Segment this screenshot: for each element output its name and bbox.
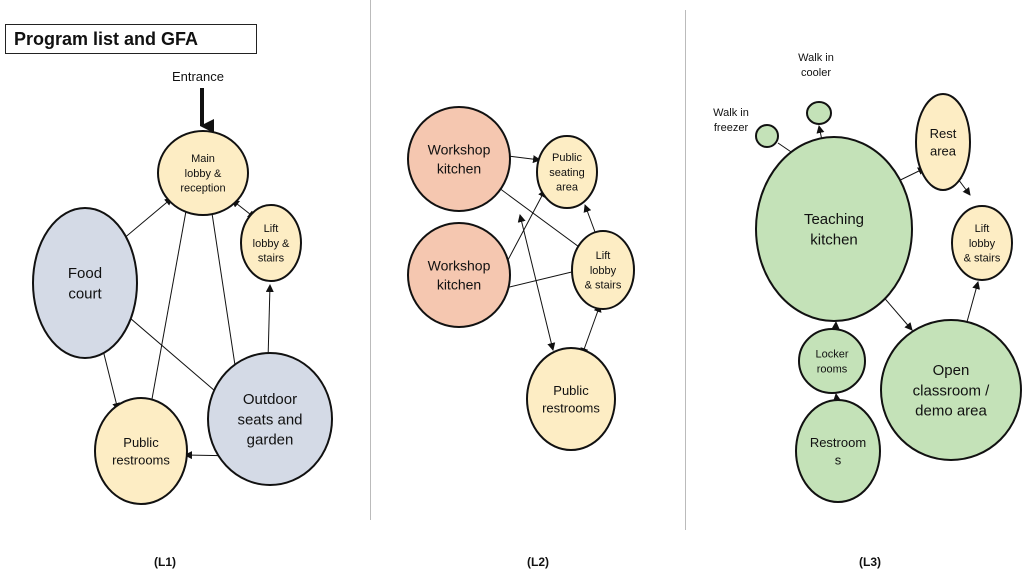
- space-label: Workshop: [428, 141, 491, 157]
- space-bubble: [571, 230, 635, 310]
- relationship-arrow: [207, 199, 241, 386]
- space-label: garden: [247, 432, 294, 449]
- space-label: kitchen: [810, 231, 858, 248]
- space-label: Main: [191, 153, 215, 165]
- space-label: lobby: [590, 265, 617, 277]
- space-bubble: [915, 93, 971, 191]
- space-label: Teaching: [804, 211, 864, 228]
- space-label: Outdoor: [243, 391, 297, 408]
- panel-caption: (L1): [154, 555, 176, 569]
- space-label: Rest: [930, 126, 957, 141]
- space-bubble: [407, 222, 511, 328]
- space-bubble: [407, 106, 511, 212]
- space-bubble: [32, 207, 138, 359]
- space-label: restrooms: [542, 400, 600, 415]
- panel-caption: (L2): [527, 555, 549, 569]
- space-label: Lift: [975, 223, 990, 235]
- space-label: Public: [123, 435, 159, 450]
- space-label: s: [835, 452, 842, 467]
- space-label: restrooms: [112, 452, 170, 467]
- space-label: cooler: [801, 67, 831, 79]
- space-bubble: [157, 130, 249, 216]
- space-label: Walk in: [798, 52, 834, 64]
- relationship-arrow: [122, 311, 223, 398]
- space-label: area: [930, 143, 957, 158]
- space-label: area: [556, 182, 579, 194]
- space-bubble: [755, 124, 779, 148]
- space-label: lobby &: [185, 168, 222, 180]
- space-bubble: [795, 399, 881, 503]
- space-label: reception: [180, 183, 225, 195]
- space-label: stairs: [258, 253, 285, 265]
- relationship-arrow: [517, 214, 556, 351]
- space-bubble: [755, 136, 913, 322]
- space-label: Workshop: [428, 257, 491, 273]
- relationship-arrow: [580, 304, 602, 356]
- space-bubble: [536, 135, 598, 209]
- space-bubble: [806, 101, 832, 125]
- space-label: demo area: [915, 403, 987, 420]
- space-bubble: [94, 397, 188, 505]
- space-label: & stairs: [964, 253, 1001, 265]
- space-label: classroom /: [913, 382, 991, 399]
- space-label: lobby: [969, 238, 996, 250]
- space-bubble: [951, 205, 1013, 281]
- panel-divider-2: [685, 10, 686, 530]
- panel-divider-1: [370, 0, 371, 520]
- space-label: Public: [552, 152, 582, 164]
- space-bubble: [526, 347, 616, 451]
- relationship-arrow: [264, 284, 274, 361]
- panel-caption: (L3): [859, 555, 881, 569]
- space-label: Open: [933, 362, 970, 379]
- space-label: lobby &: [253, 238, 290, 250]
- relationship-arrow: [147, 199, 191, 411]
- space-bubble: [207, 352, 333, 486]
- space-label: rooms: [817, 363, 848, 375]
- space-label: Lift: [264, 223, 279, 235]
- space-label: freezer: [714, 122, 749, 134]
- space-label: kitchen: [437, 276, 481, 292]
- space-label: Walk in: [713, 107, 749, 119]
- space-bubble: [880, 319, 1022, 461]
- diagram-title: Program list and GFA: [5, 24, 257, 54]
- space-label: Locker: [815, 348, 848, 360]
- space-bubble: [798, 328, 866, 394]
- space-label: seats and: [237, 411, 302, 428]
- space-label: Lift: [596, 250, 611, 262]
- space-label: kitchen: [437, 160, 481, 176]
- space-label: court: [68, 285, 102, 302]
- space-label: Restroom: [810, 435, 866, 450]
- space-label: Food: [68, 265, 102, 282]
- space-label: & stairs: [585, 280, 622, 292]
- space-bubble: [240, 204, 302, 282]
- entrance-label: Entrance: [172, 69, 224, 84]
- space-label: seating: [549, 167, 584, 179]
- space-label: Public: [553, 383, 589, 398]
